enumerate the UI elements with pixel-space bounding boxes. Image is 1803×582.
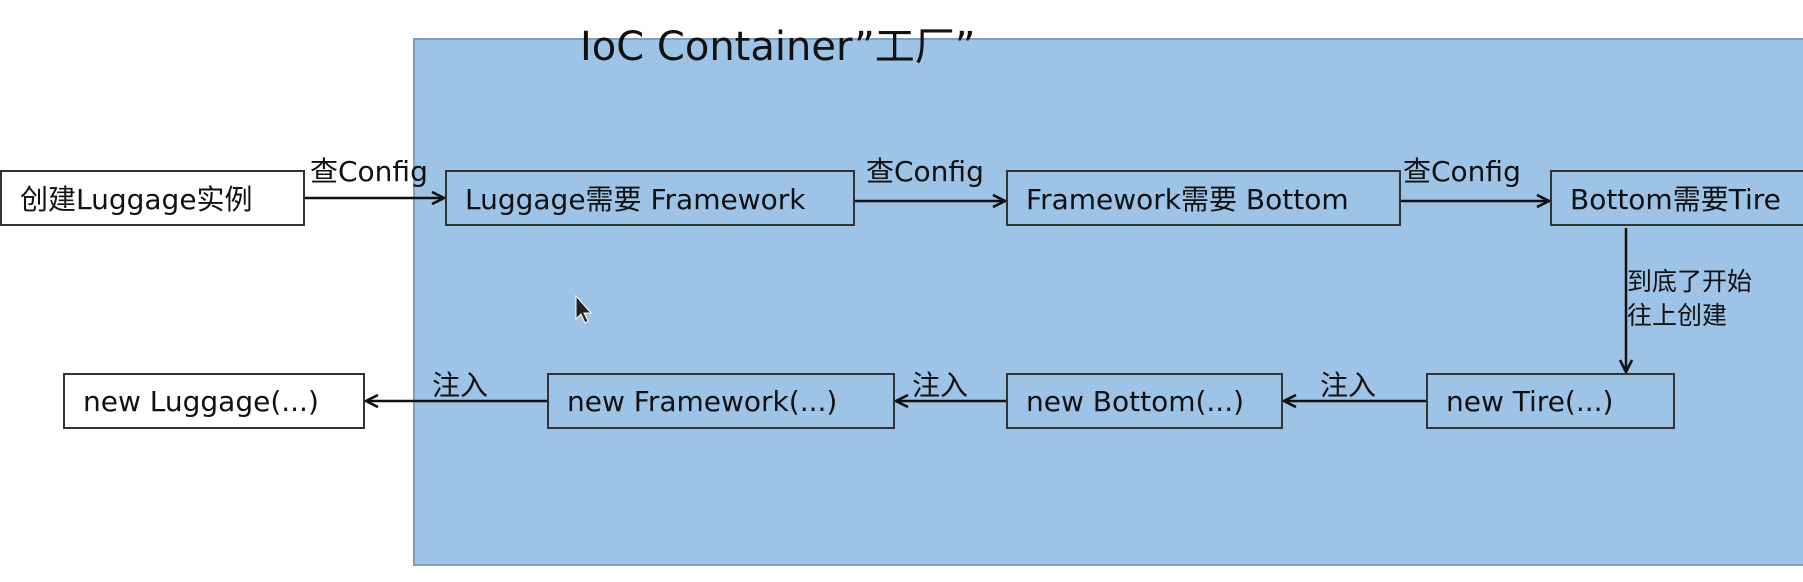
new-bottom-label: new Bottom(...): [1026, 384, 1245, 418]
new-tire-box: new Tire(...): [1426, 373, 1675, 429]
check-config-label-3: 查Config: [1403, 155, 1521, 188]
bottom-out-label-line2: 往上创建: [1627, 301, 1728, 330]
luggage-needs-framework-label: Luggage需要 Framework: [465, 183, 806, 216]
framework-needs-bottom-label: Framework需要 Bottom: [1026, 183, 1349, 216]
new-luggage-box: new Luggage(...): [63, 373, 365, 429]
framework-needs-bottom-box: Framework需要 Bottom: [1006, 170, 1401, 226]
bottom-out-label-line1: 到底了开始: [1627, 267, 1753, 296]
luggage-needs-framework-box: Luggage需要 Framework: [445, 170, 855, 226]
inject-label-1: 注入: [432, 369, 489, 402]
new-tire-label: new Tire(...): [1446, 384, 1614, 418]
create-luggage-label: 创建Luggage实例: [20, 183, 253, 216]
bottom-needs-tire-box: Bottom需要Tire: [1550, 170, 1803, 226]
new-bottom-box: new Bottom(...): [1006, 373, 1283, 429]
bottom-needs-tire-label: Bottom需要Tire: [1570, 183, 1781, 216]
check-config-label-2: 查Config: [866, 155, 984, 188]
new-framework-label: new Framework(...): [567, 384, 838, 418]
ioc-container-region: [413, 38, 1803, 566]
inject-label-2: 注入: [912, 369, 969, 402]
container-title: IoC Container”工厂”: [580, 24, 976, 70]
create-luggage-box: 创建Luggage实例: [0, 170, 305, 226]
new-framework-box: new Framework(...): [547, 373, 895, 429]
check-config-label-1: 查Config: [310, 155, 428, 188]
inject-label-3: 注入: [1320, 369, 1377, 402]
cursor-icon: [575, 294, 593, 324]
new-luggage-label: new Luggage(...): [83, 384, 319, 418]
